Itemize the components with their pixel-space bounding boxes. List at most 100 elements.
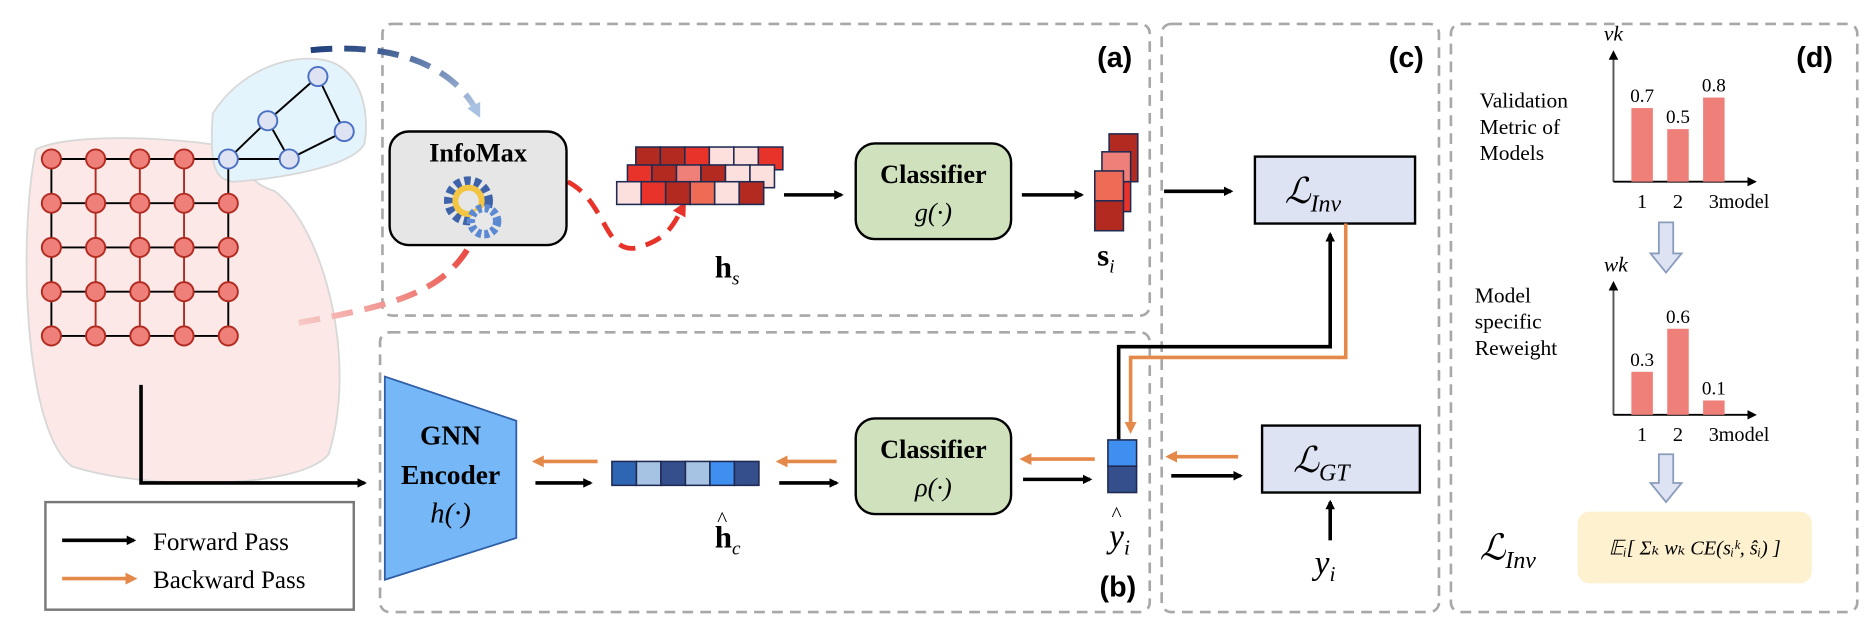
yhat-prediction: [1107, 439, 1138, 494]
panel-c-label: (c): [1389, 42, 1424, 74]
panel-d-label: (d): [1796, 42, 1833, 74]
classifier-g-label: Classifier: [880, 160, 987, 189]
encoder-func: h(·): [430, 497, 471, 529]
graph-node: [257, 110, 279, 132]
graph-node: [85, 148, 107, 170]
x-tick-label: 2: [1673, 191, 1683, 213]
gnn-encoder-shape: [383, 375, 518, 582]
validation-label-3: Models: [1480, 141, 1544, 165]
graph-node: [129, 192, 151, 214]
graph-node: [85, 281, 107, 303]
classifier-g-func: g(·): [915, 198, 952, 227]
down-arrow-1: [1648, 221, 1684, 274]
hc-embedding: [611, 460, 760, 487]
yhat-hat: ^: [1111, 502, 1121, 526]
feature-cell: [738, 180, 765, 206]
graph-to-encoder-arrow: [139, 384, 367, 488]
feature-cell: [684, 460, 711, 487]
yi-symbol: yi: [1312, 545, 1336, 586]
graph-nodes: [40, 65, 355, 347]
x-tick-label: 1: [1637, 424, 1647, 446]
x-tick-label: 3: [1709, 191, 1719, 213]
feature-cell: [640, 180, 667, 206]
yhat-to-linv-forward-line: [1116, 231, 1335, 440]
graph-node: [129, 325, 151, 347]
bar-value-label: 0.1: [1702, 378, 1726, 399]
graph-edge: [267, 75, 319, 122]
feature-cell: [713, 180, 740, 206]
feature-cell: [635, 460, 662, 487]
legend-forward-label: Forward Pass: [153, 529, 289, 556]
d-linv-symbol: ℒInv: [1480, 527, 1537, 573]
si-symbol: si: [1097, 237, 1114, 277]
graph-node: [307, 65, 329, 88]
panel-c: [1160, 22, 1441, 614]
graph-node: [173, 281, 195, 303]
legend-backward-label: Backward Pass: [153, 567, 306, 594]
validation-label-2: Metric of: [1480, 115, 1561, 139]
graph-node: [173, 192, 195, 214]
graph-node: [278, 148, 300, 170]
y-axis-label: wk: [1604, 252, 1628, 276]
linv-backward-line: [1124, 223, 1348, 434]
graph-node: [40, 325, 62, 347]
bar-value-label: 0.5: [1666, 107, 1690, 128]
graph-node: [173, 325, 195, 347]
x-tick-label: 2: [1673, 424, 1683, 446]
spurious-to-infomax-arrow: [310, 45, 481, 118]
bar: [1703, 97, 1725, 182]
down-arrow-2: [1648, 453, 1684, 504]
graph-node: [40, 192, 62, 214]
bar: [1703, 400, 1725, 415]
classifier-rho-label: Classifier: [880, 435, 987, 464]
bar-value-label: 0.3: [1630, 350, 1654, 371]
graph-node: [217, 236, 239, 258]
graph-node: [40, 148, 62, 170]
bar-value-label: 0.8: [1702, 76, 1726, 97]
feature-cell: [660, 460, 687, 487]
bar: [1667, 328, 1689, 415]
hs-embedding-stack: [615, 146, 784, 206]
graph-node: [333, 120, 355, 143]
classifier-rho-box: [854, 417, 1013, 516]
graph-node: [129, 281, 151, 303]
bar: [1631, 371, 1653, 415]
linv-box: [1253, 155, 1417, 225]
graph-node: [217, 192, 239, 214]
lgt-symbol: ℒGT: [1293, 440, 1351, 486]
graph-node: [40, 281, 62, 303]
x-axis-label: model: [1719, 191, 1770, 213]
infomax-label: InfoMax: [429, 138, 527, 167]
graph-node: [85, 192, 107, 214]
feature-cell: [733, 460, 760, 487]
gears-icon: [443, 176, 502, 239]
feature-cell: [709, 460, 736, 487]
hs-symbol: hs: [715, 249, 740, 289]
feature-cell: [615, 180, 642, 206]
graph-node: [129, 148, 151, 170]
feature-cell: [664, 180, 691, 206]
x-tick-label: 3: [1709, 424, 1719, 446]
panel-d: [1449, 22, 1859, 614]
legend-box: [44, 500, 355, 611]
encoder-line1: GNN: [420, 421, 481, 451]
panel-a-label: (a): [1097, 42, 1132, 74]
graph-node: [85, 325, 107, 347]
classifier-g-box: [854, 142, 1013, 241]
hc-symbol: hc: [715, 520, 741, 560]
graph-node: [173, 236, 195, 258]
y-axis-label: vk: [1604, 22, 1624, 46]
graph-node: [173, 148, 195, 170]
x-axis-label: model: [1719, 424, 1770, 446]
classifier-rho-func: ρ(·): [914, 473, 952, 502]
lgt-box: [1260, 424, 1422, 494]
validation-label-1: Validation: [1480, 89, 1569, 113]
graph-node: [217, 148, 239, 170]
reweight-label-1: Model: [1475, 283, 1531, 307]
stable-subgraph-region: [25, 137, 341, 484]
x-tick-label: 1: [1637, 191, 1647, 213]
formula-box: [1577, 511, 1812, 584]
feature-cell: [689, 180, 716, 206]
